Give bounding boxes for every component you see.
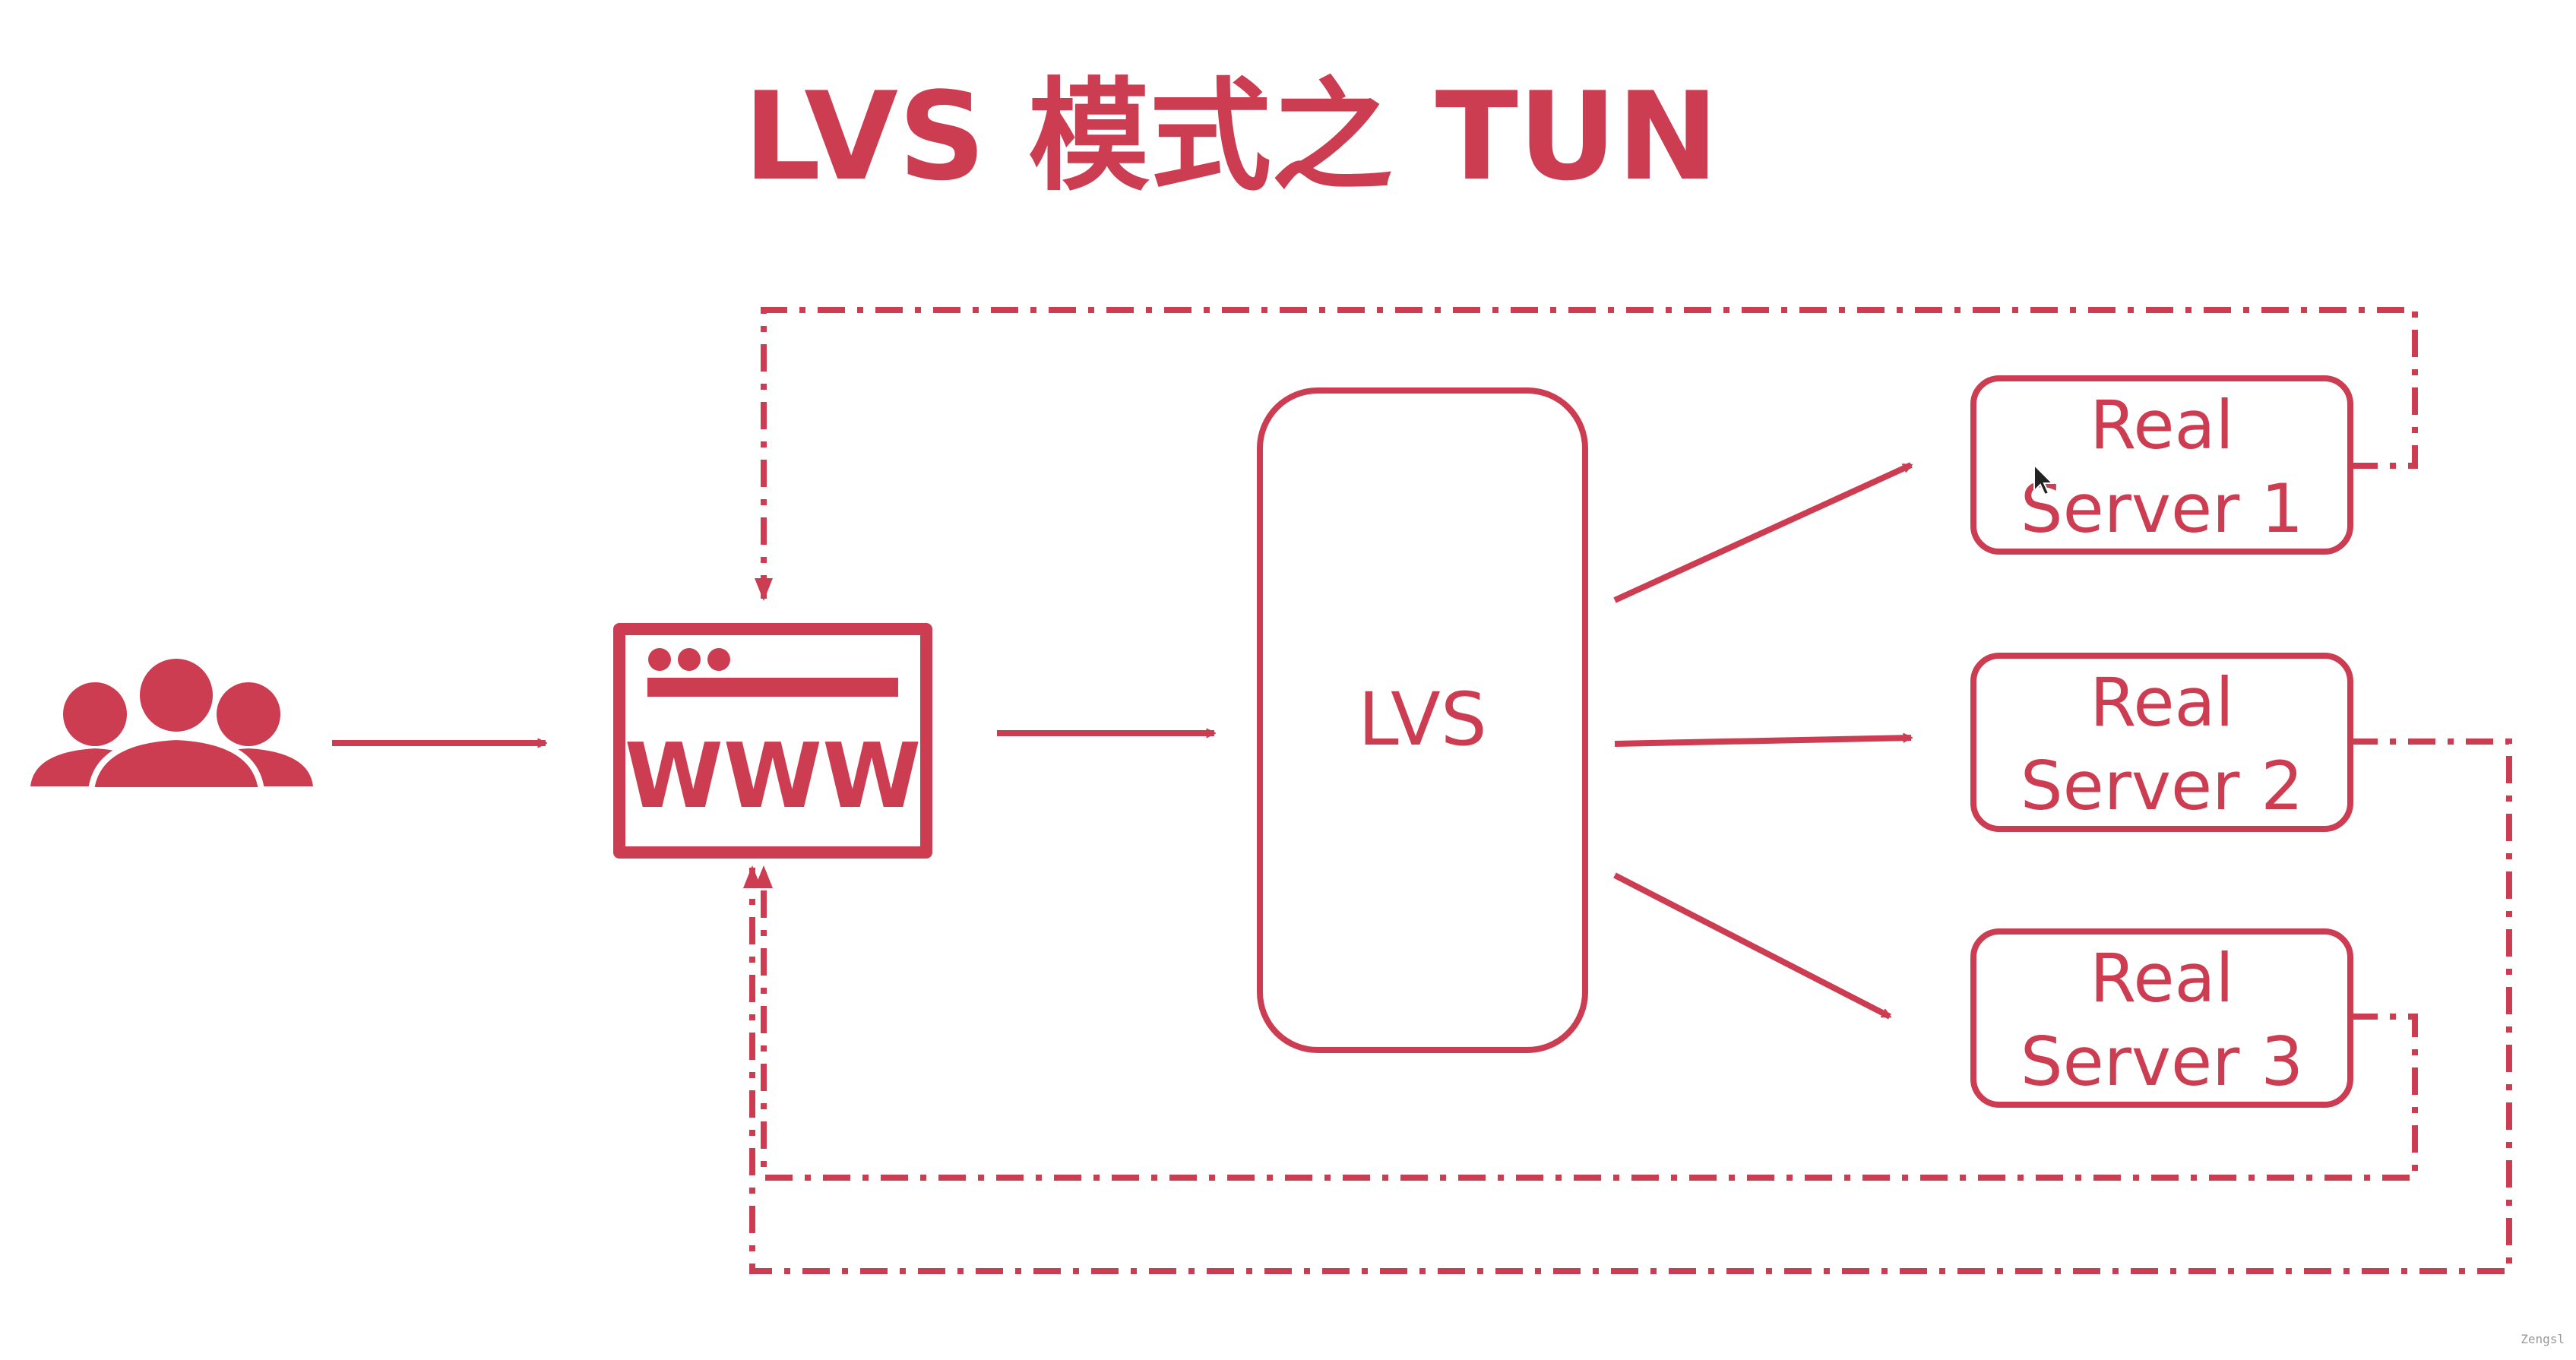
page-title: LVS 模式之 TUN <box>743 65 1718 207</box>
arrow-lvs-to-server-3 <box>1613 872 1890 1020</box>
arrow-lvs-to-server-2 <box>1614 738 1911 747</box>
real-server-1-line1: Real <box>2090 386 2234 464</box>
arrow-lvs-to-server-1 <box>1613 462 1911 603</box>
lvs-node <box>1257 387 1588 1053</box>
return-path-server-3 <box>755 865 2418 1181</box>
web-label: WWW <box>625 723 921 828</box>
lvs-label: LVS <box>1358 677 1487 762</box>
real-server-2-line2: Server 2 <box>2021 747 2304 825</box>
cursor-icon <box>2033 463 2055 496</box>
real-server-2-line1: Real <box>2090 663 2234 742</box>
users-icon <box>30 653 313 793</box>
real-server-3-line2: Server 3 <box>2021 1023 2304 1101</box>
real-server-3-line1: Real <box>2090 939 2234 1017</box>
watermark: Zengsl <box>2521 1332 2565 1346</box>
browser-window-icon <box>613 623 932 859</box>
return-path-server-1 <box>755 307 2418 601</box>
real-server-1-line2: Server 1 <box>2021 470 2304 548</box>
